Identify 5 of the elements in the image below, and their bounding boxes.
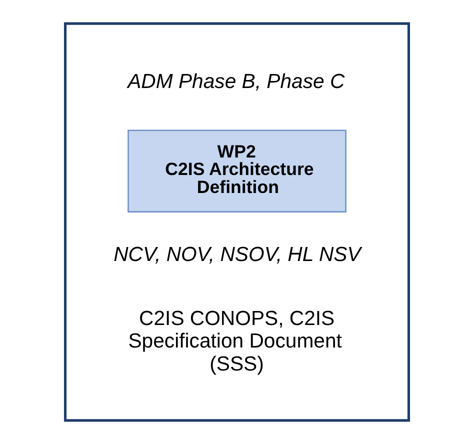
label: ADM Phase B, Phase C (127, 71, 344, 94)
cluster (64, 22, 410, 422)
label: NCV, NOV, NSOV, HL NSV (113, 244, 360, 266)
node-box: WP2 C2IS Architecture Definition (127, 130, 346, 212)
label: C2IS CONOPS, C2IS Specification Document (SSS) (128, 308, 342, 376)
